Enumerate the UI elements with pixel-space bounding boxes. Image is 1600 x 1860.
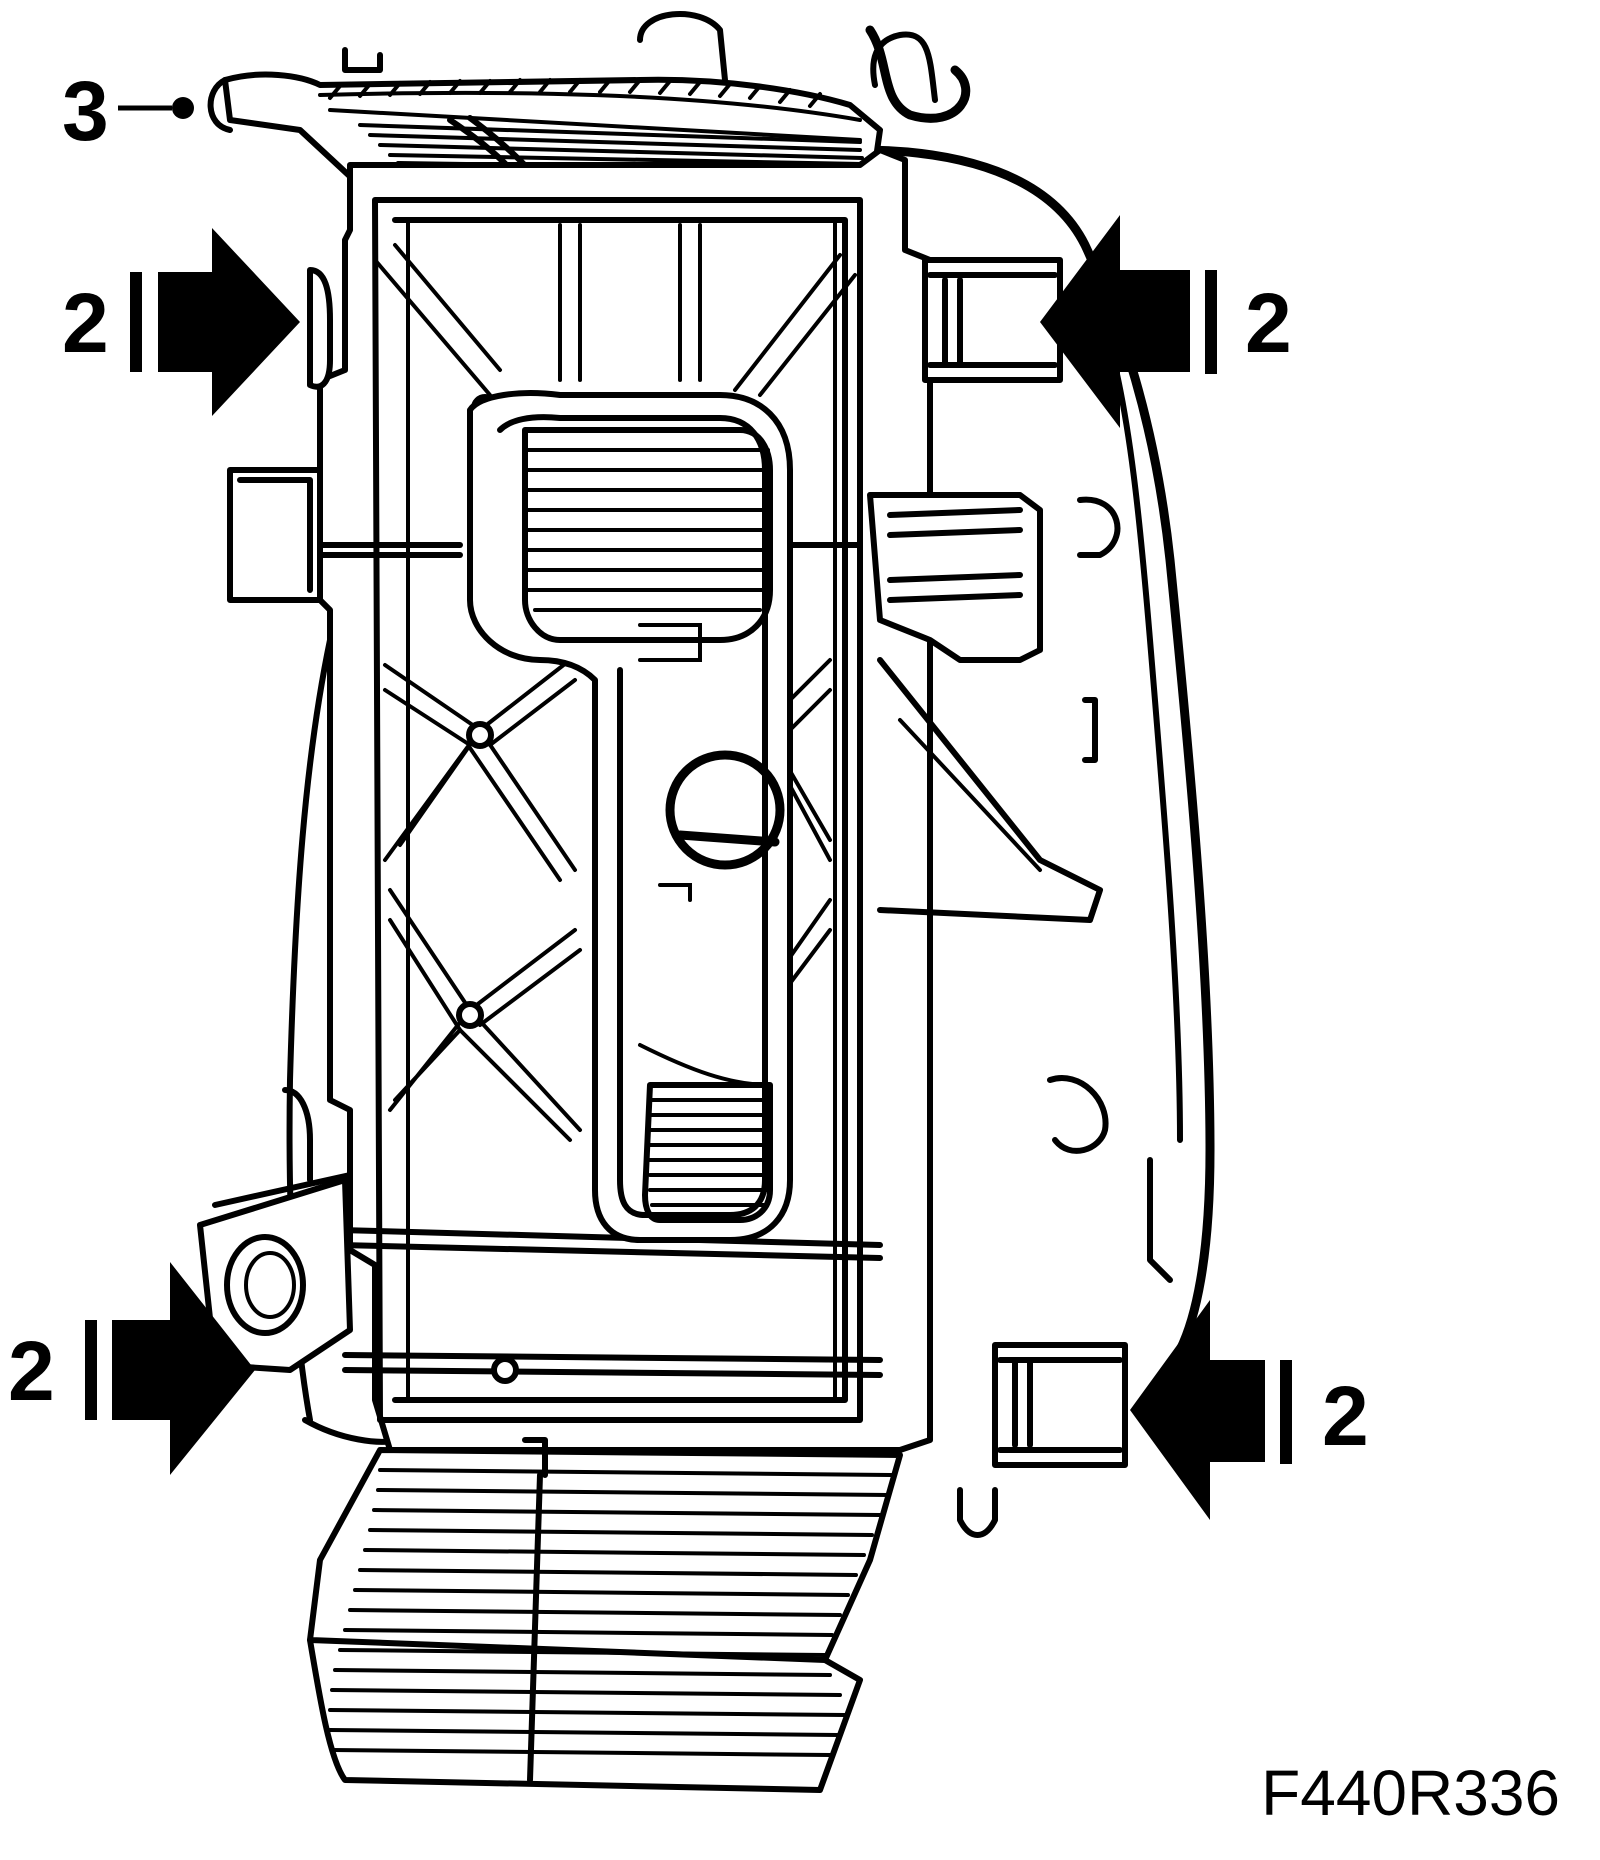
arrow-upper-left (130, 228, 300, 416)
right-side-parts (867, 257, 1173, 1538)
arrow-lower-left (85, 1262, 255, 1475)
callout-arrows (85, 97, 1292, 1520)
housing-shell (286, 25, 1215, 1445)
arrow-lower-right (1130, 1300, 1292, 1520)
callout-3: 3 (62, 64, 109, 158)
leader-3 (118, 97, 194, 119)
callout-2-lower-right: 2 (1322, 1369, 1369, 1463)
callout-2-lower-left: 2 (8, 1324, 55, 1418)
left-side-parts (197, 267, 353, 1373)
callout-2-upper-left: 2 (62, 276, 109, 370)
center-duct (467, 390, 793, 1243)
arrow-upper-right (1040, 215, 1217, 428)
figure-code: F440R336 (1261, 1757, 1560, 1829)
bottom-filter (307, 1437, 903, 1793)
callout-2-upper-right: 2 (1245, 276, 1292, 370)
